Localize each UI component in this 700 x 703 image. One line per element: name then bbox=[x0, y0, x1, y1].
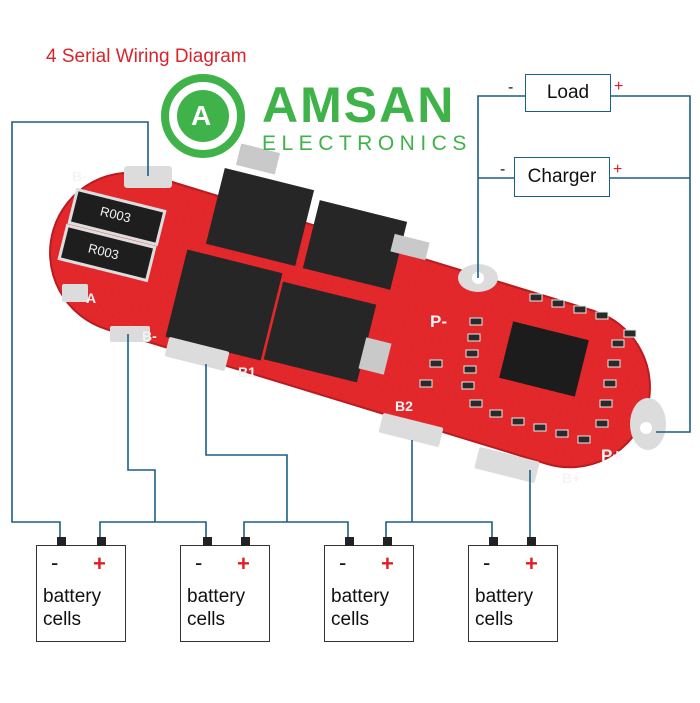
cell-negative-terminal bbox=[345, 537, 354, 546]
logo-mark bbox=[161, 74, 245, 158]
pad-label-b-plus: B+ bbox=[562, 470, 581, 486]
charger-positive-sign: + bbox=[613, 161, 623, 178]
mosfet-4 bbox=[263, 281, 392, 383]
cell-label-line2: cells bbox=[331, 609, 370, 630]
pad-label-b-minus: B- bbox=[142, 328, 157, 344]
cell-label-line2: cells bbox=[475, 609, 514, 630]
cell-positive-terminal bbox=[97, 537, 106, 546]
wires bbox=[11, 95, 691, 537]
charger-box: Charger bbox=[514, 157, 610, 197]
pad-label-b1: B1 bbox=[238, 364, 256, 380]
cell-positive-terminal bbox=[241, 537, 250, 546]
load-positive-sign: + bbox=[614, 78, 624, 95]
load-box: Load bbox=[525, 74, 611, 112]
diagram-title: 4 Serial Wiring Diagram bbox=[46, 46, 247, 67]
pad-label-p-plus: P+ bbox=[601, 446, 623, 465]
cell-label-line1: battery bbox=[475, 586, 534, 607]
cell-positive-terminal bbox=[383, 537, 392, 546]
mosfet-1 bbox=[205, 143, 315, 266]
cell-label-line2: cells bbox=[187, 609, 226, 630]
cell-positive-terminal bbox=[527, 537, 536, 546]
cell-label-line2: cells bbox=[43, 609, 82, 630]
ic-chip bbox=[499, 321, 589, 397]
cell-label-line1: battery bbox=[187, 586, 246, 607]
brand-subtitle: ELECTRONICS bbox=[262, 132, 472, 155]
battery-cell-3: - + battery cells bbox=[324, 537, 414, 642]
resistor-2 bbox=[57, 223, 157, 283]
cell-positive-sign: + bbox=[237, 551, 250, 576]
pad-label-a: A bbox=[86, 290, 97, 306]
cell-positive-sign: + bbox=[525, 551, 538, 576]
cell-label-line1: battery bbox=[43, 586, 102, 607]
load-negative-sign: - bbox=[508, 79, 514, 96]
mosfet-3 bbox=[165, 249, 283, 361]
pad-label-b-top: B- bbox=[72, 168, 87, 184]
battery-cell-4: - + battery cells bbox=[468, 537, 558, 642]
pad-label-b2: B2 bbox=[395, 398, 413, 414]
charger-negative-sign: - bbox=[500, 161, 506, 178]
solder-pads bbox=[62, 166, 666, 483]
resistor-1 bbox=[67, 187, 167, 247]
cell-negative-sign: - bbox=[51, 550, 59, 575]
cell-positive-sign: + bbox=[381, 551, 394, 576]
mosfet-2 bbox=[302, 200, 430, 290]
pad-label-p-minus: P- bbox=[430, 312, 447, 331]
cell-negative-sign: - bbox=[339, 550, 347, 575]
smd-components bbox=[419, 293, 637, 444]
load-label: Load bbox=[546, 82, 590, 103]
cell-negative-sign: - bbox=[195, 550, 203, 575]
battery-cell-1: - + battery cells bbox=[36, 537, 126, 642]
cell-negative-terminal bbox=[203, 537, 212, 546]
cell-label-line1: battery bbox=[331, 586, 390, 607]
brand-name: AMSAN bbox=[262, 77, 456, 133]
cell-negative-sign: - bbox=[483, 550, 491, 575]
logo-letter: A bbox=[191, 100, 212, 131]
battery-cell-2: - + battery cells bbox=[180, 537, 270, 642]
cell-negative-terminal bbox=[57, 537, 66, 546]
cell-positive-sign: + bbox=[93, 551, 106, 576]
charger-label: Charger bbox=[527, 166, 597, 187]
cell-negative-terminal bbox=[489, 537, 498, 546]
